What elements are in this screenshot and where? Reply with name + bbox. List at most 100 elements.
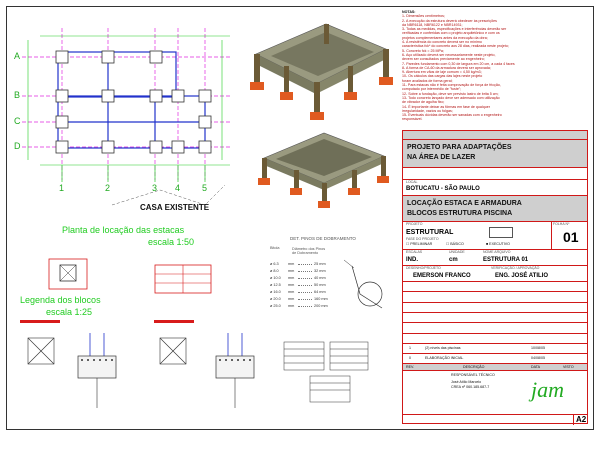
rebar-unit: mm [288, 276, 295, 280]
desenho-value: EMERSON FRANCO [413, 273, 471, 279]
pile-cap [149, 50, 163, 64]
sheet-size-row: A2 [403, 414, 587, 425]
nome-value: ESTRUTURA 01 [483, 257, 529, 263]
rebar-row: ø 6.3 mm 25 mm [268, 262, 338, 269]
grid-label-col: 3 [152, 183, 158, 193]
note-line: 3- Todas as medidas, especificações e in… [402, 27, 507, 32]
structure-3d-view-top [250, 23, 393, 120]
projeto-dropdown [489, 227, 513, 238]
grid-label-row: D [14, 141, 21, 151]
fase-option: ☐ BÁSICO [446, 242, 464, 246]
plan-scale: escala 1:50 [148, 237, 195, 247]
pile-cap [55, 115, 69, 129]
verif-value: ENG. JOSÉ ATILIO [495, 273, 549, 279]
note-line: 4- A resistência do concreto deverá ser … [402, 40, 482, 45]
reinforcement-tables [283, 341, 369, 403]
rebar-pin-diameter: 40 mm [314, 276, 326, 280]
notes-title: NOTAS: [402, 10, 416, 14]
rebar-leader [298, 292, 312, 293]
rev-header-rev: REV. [406, 365, 415, 369]
grid-label-row: A [14, 51, 21, 61]
revision-row: 1 (2) níveis das piscinas 10/08/05 [403, 343, 587, 353]
rebar-leader [298, 264, 312, 265]
title-block-header [403, 131, 587, 139]
grid-label-row: C [14, 116, 21, 126]
revision-date: 10/08/05 [531, 346, 545, 350]
legend-table [154, 264, 212, 294]
rebar-pin-diameter: 50 mm [314, 283, 326, 287]
unidade-label: UNIDADE [449, 250, 465, 254]
pile-cap [55, 50, 69, 64]
fase-label: FASE DO PROJETO [406, 237, 439, 241]
sheet-number: 01 [563, 229, 579, 245]
content-line1: LOCAÇÃO ESTACA E ARMADURA [407, 200, 522, 207]
grid-label-col: 5 [202, 183, 208, 193]
revision-date: 04/08/05 [531, 356, 545, 360]
rebar-unit: mm [288, 262, 295, 266]
company-logo: jam [531, 377, 564, 402]
note-line: 1- Dimensões centímetros; [402, 14, 445, 19]
desenho-label: DESENHO/PROJETO [406, 266, 441, 270]
project-title-line1: PROJETO PARA ADAPTAÇÕES [407, 144, 512, 151]
scale-row: ESCALAS IND. UNIDADE cm NOME ARQUIVO EST… [403, 249, 587, 265]
general-notes: NOTAS: 1- Dimensões centímetros;2- A exe… [402, 10, 588, 128]
projeto-value: ESTRUTURAL [406, 229, 454, 236]
pile-cap [101, 140, 115, 154]
pile-cap [198, 89, 212, 103]
pile-cap [198, 115, 212, 129]
block-details [20, 320, 255, 408]
rebar-bitola: ø 16.0 [270, 290, 281, 294]
note-line: de vibrador de agulha fixo; [402, 100, 445, 105]
note-line: 15- Eventuais dúvidas deverão ser sanada… [402, 113, 502, 118]
note-line: verificadas e conferidas com o projeto a… [402, 31, 500, 36]
rev-header-visto: VISTO [563, 365, 574, 369]
rebar-pin-diameter: 200 mm [314, 304, 328, 308]
local-label: LOCAL [406, 180, 418, 184]
legend-block-symbol [48, 258, 88, 290]
rev-header-desc: DESCRIÇÃO [463, 365, 485, 369]
resp-crea: CREA nº 060.185.687-7 [451, 385, 490, 389]
existing-house-label: CASA EXISTENTE [140, 203, 210, 212]
pile-cap [55, 89, 69, 103]
nome-label: NOME ARQUIVO [483, 250, 511, 254]
rebar-bitola: ø 6.3 [270, 262, 279, 266]
note-line: 12- Sobre a fundação, deve ser previsto … [402, 91, 499, 96]
note-line: computado por intermédio de "fuste"; [402, 87, 462, 92]
rebar-pin-diameter: 64 mm [314, 290, 326, 294]
fase-option: ☐ PRELIMINAR [406, 242, 433, 246]
unidade-value: cm [449, 257, 458, 263]
pile-cap [149, 89, 163, 103]
note-line: 8- A forma de CA-60 da armadura deverá s… [402, 65, 491, 70]
content-cell: LOCAÇÃO ESTACA E ARMADURA BLOCOS ESTRUTU… [403, 195, 587, 221]
pile-cap [171, 140, 185, 154]
revision-empty-row [403, 311, 587, 322]
grid-label-row: B [14, 90, 21, 100]
project-cell: PROJETO ESTRUTURAL FOLHA Nº 01 FASE DO P… [403, 221, 587, 250]
revision-description: (2) níveis das piscinas [425, 346, 461, 350]
note-line: 14- É importante deixar as fôrmas em fas… [402, 104, 490, 109]
pile-cap [171, 89, 185, 103]
note-line: devem ser consultados previamente ao eng… [402, 57, 485, 62]
rebar-bitola: ø 10.0 [270, 276, 281, 280]
responsible-cell: RESPONSÁVEL TÉCNICO José Atílio Marcelo … [403, 370, 587, 414]
project-title-cell: PROJETO PARA ADAPTAÇÕES NA ÁREA DE LAZER [403, 139, 587, 167]
rebar-pin-diameter: 25 mm [314, 262, 326, 266]
note-line: 6- Aço utilizado deverá ser necessariame… [402, 52, 496, 57]
revision-empty-row [403, 332, 587, 343]
rebar-pin-diameter: 160 mm [314, 297, 328, 301]
rebar-unit: mm [288, 304, 295, 308]
legend-scale: escala 1:25 [46, 307, 93, 317]
local-value: BOTUCATU - SÃO PAULO [406, 186, 480, 192]
note-line: responsável. [402, 117, 423, 122]
rebar-col-pins: Diâmetro dos Pinos de Dobramento [292, 247, 326, 256]
rebar-bitola: ø 20.0 [270, 297, 281, 301]
note-line: irregularidade, vazios ou folgas; [402, 108, 453, 113]
pile-cap [55, 140, 69, 154]
content-line2: BLOCOS ESTRUTURA PISCINA [407, 210, 513, 217]
revision-empty-row [403, 291, 587, 301]
